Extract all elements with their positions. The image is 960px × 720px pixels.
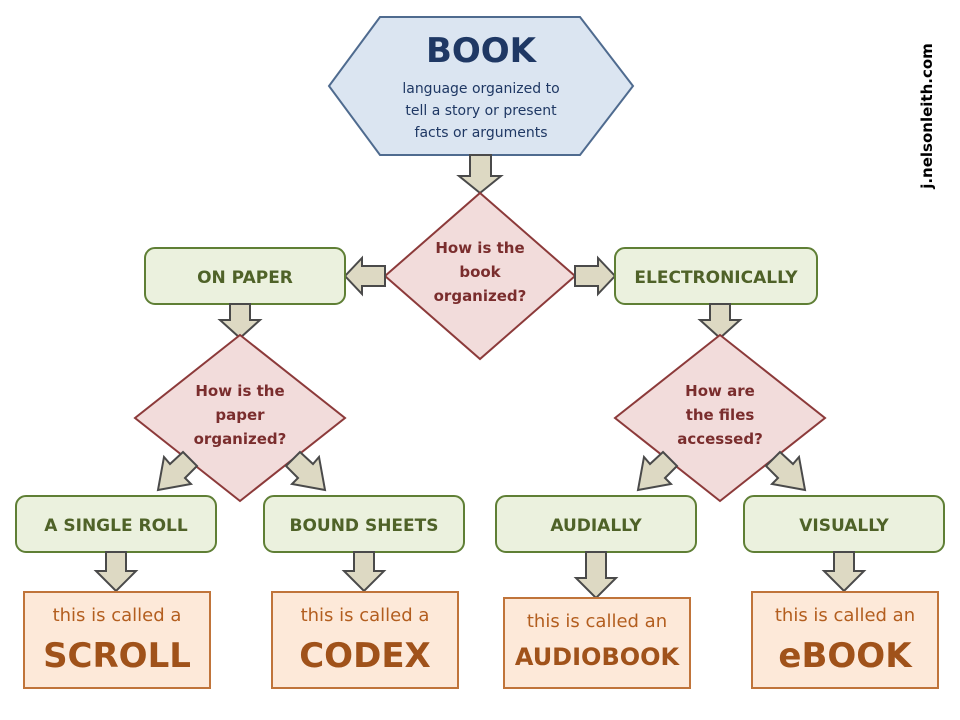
result-box — [271, 591, 459, 689]
question-book-organized: How is the book organized? — [383, 191, 577, 361]
electronically-node: ELECTRONICALLY — [614, 247, 818, 305]
arrow-down-right-icon — [284, 450, 327, 492]
arrow-down-icon — [821, 551, 867, 593]
book-desc-line-2: tell a story or present — [405, 103, 557, 119]
leaf-category-bound-sheets: BOUND SHEETS — [263, 495, 465, 553]
category-label: A SINGLE ROLL — [44, 516, 188, 536]
result-caption: this is called an — [775, 605, 915, 626]
arrow-down-icon — [573, 551, 619, 600]
result-name: CODEX — [299, 636, 431, 676]
question-line-1: How are — [685, 382, 755, 400]
book-desc-line-3: facts or arguments — [415, 125, 548, 141]
result-codex: this is called a CODEX — [271, 591, 459, 689]
result-scroll: this is called a SCROLL — [23, 591, 211, 689]
result-name: eBOOK — [778, 636, 913, 676]
result-ebook: this is called an eBOOK — [751, 591, 939, 689]
result-caption: this is called an — [527, 611, 667, 632]
result-box — [23, 591, 211, 689]
leaf-category-audially: AUDIALLY — [495, 495, 697, 553]
arrow-right-icon — [574, 255, 617, 297]
book-node: BOOK language organized to tell a story … — [327, 16, 635, 156]
arrow-down-left-icon — [636, 450, 679, 492]
result-caption: this is called a — [301, 605, 430, 626]
category-label: BOUND SHEETS — [289, 516, 438, 536]
result-audiobook: this is called an AUDIOBOOK — [503, 597, 691, 689]
arrow-down-icon — [697, 303, 743, 340]
arrow-down-right-icon — [764, 450, 807, 492]
book-title: BOOK — [426, 31, 538, 71]
arrow-down-icon — [93, 551, 139, 593]
arrow-down-icon — [217, 303, 263, 340]
arrow-left-icon — [343, 255, 386, 297]
result-name: AUDIOBOOK — [515, 643, 681, 671]
arrow-down-icon — [456, 154, 504, 195]
question-line-2: the files — [686, 406, 755, 424]
on-paper-label: ON PAPER — [197, 268, 293, 288]
book-desc-line-1: language organized to — [402, 81, 559, 97]
arrow-down-icon — [341, 551, 387, 593]
arrow-down-left-icon — [156, 450, 199, 492]
result-name: SCROLL — [43, 636, 191, 676]
question-line-2: paper — [215, 406, 265, 424]
book-hexagon — [327, 16, 635, 156]
question-line-3: organized? — [194, 430, 287, 448]
category-label: AUDIALLY — [550, 516, 642, 536]
result-caption: this is called a — [53, 605, 182, 626]
question-diamond — [383, 191, 577, 361]
question-line-3: organized? — [434, 287, 527, 305]
category-label: VISUALLY — [799, 516, 889, 536]
result-box — [503, 597, 691, 689]
result-box — [751, 591, 939, 689]
leaf-category-visually: VISUALLY — [743, 495, 945, 553]
on-paper-node: ON PAPER — [144, 247, 346, 305]
electronically-label: ELECTRONICALLY — [634, 268, 798, 288]
leaf-category-single-roll: A SINGLE ROLL — [15, 495, 217, 553]
credit-text: j.nelsonleith.com — [918, 43, 936, 190]
question-line-1: How is the — [195, 382, 284, 400]
question-line-1: How is the — [435, 239, 524, 257]
question-line-2: book — [459, 263, 501, 281]
question-line-3: accessed? — [677, 430, 763, 448]
